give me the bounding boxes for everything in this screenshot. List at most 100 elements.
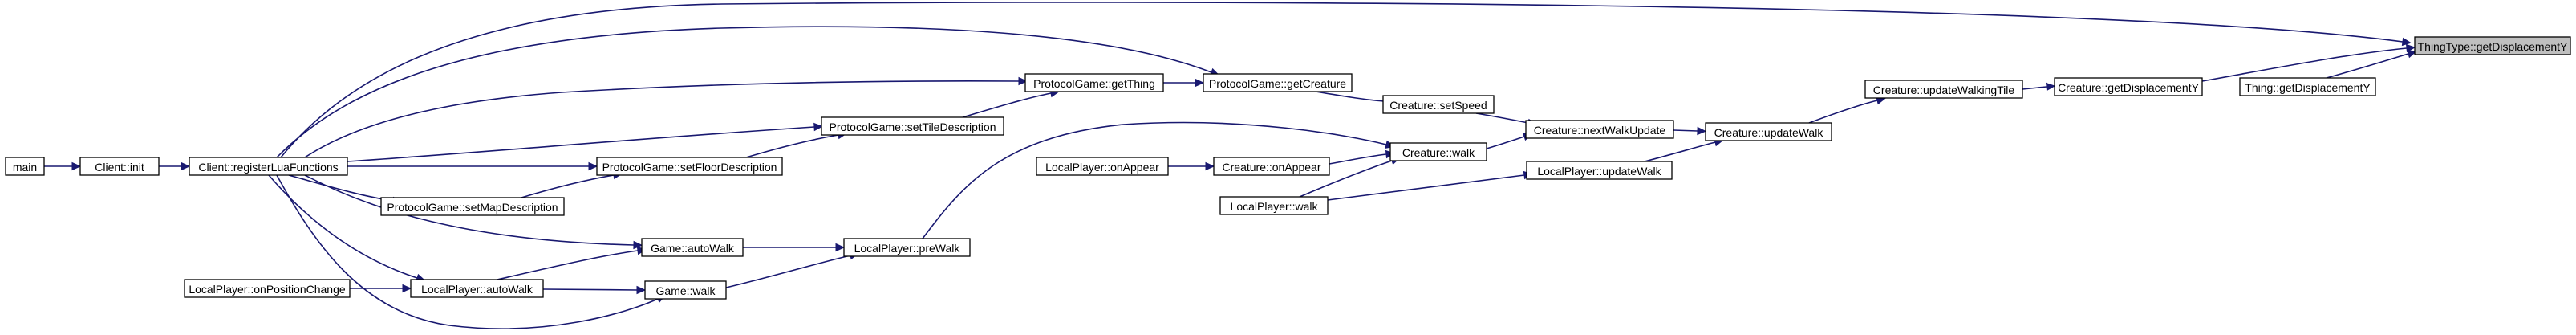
arrowhead <box>1697 126 1707 136</box>
edge-creature-walk-to-creature-nextwalkupdate <box>1486 133 1533 149</box>
edge-line <box>347 126 815 162</box>
node-box[interactable] <box>410 279 544 298</box>
edge-line <box>1299 160 1393 198</box>
node-label: ProtocolGame::setFloorDescription <box>602 161 777 174</box>
node-label: LocalPlayer::onAppear <box>1045 161 1159 174</box>
node-label: Game::autoWalk <box>651 242 735 255</box>
edge-line <box>497 250 639 280</box>
node-game-autowalk[interactable]: Game::autoWalk <box>641 238 744 257</box>
node-box[interactable] <box>1864 80 2023 99</box>
node-box[interactable] <box>2239 77 2376 96</box>
node-box[interactable] <box>1213 157 1330 176</box>
node-thingtype-getdisplacementy[interactable]: ThingType::getDisplacementY <box>2414 36 2571 55</box>
node-protocolgame-settiledescription[interactable]: ProtocolGame::setTileDescription <box>821 116 1004 136</box>
node-box[interactable] <box>79 157 160 176</box>
arrowhead <box>588 161 598 171</box>
edge-line <box>1644 141 1716 162</box>
edge-line <box>542 288 638 291</box>
node-thing-getdisplacementy[interactable]: Thing::getDisplacementY <box>2239 77 2376 96</box>
node-client-registerluafunctions[interactable]: Client::registerLuaFunctions <box>189 157 348 176</box>
edge-client-registerluafunctions-to-protocolgame-settiledescription <box>347 122 824 162</box>
node-label: Client::registerLuaFunctions <box>198 161 338 174</box>
edge-line <box>304 174 635 246</box>
node-box[interactable] <box>596 157 783 176</box>
node-box[interactable] <box>1036 157 1169 176</box>
node-game-walk[interactable]: Game::walk <box>644 280 727 300</box>
edge-line <box>288 174 394 202</box>
arrowhead <box>813 122 824 132</box>
node-protocolgame-getcreature[interactable]: ProtocolGame::getCreature <box>1203 73 1353 92</box>
node-localplayer-onappear[interactable]: LocalPlayer::onAppear <box>1036 157 1169 176</box>
node-protocolgame-getthing[interactable]: ProtocolGame::getThing <box>1024 73 1164 92</box>
node-box[interactable] <box>1705 122 1832 141</box>
edge-creature-onappear-to-creature-walk <box>1329 149 1396 165</box>
edge-line <box>276 26 1212 158</box>
node-label: LocalPlayer::updateWalk <box>1537 165 1661 178</box>
node-creature-nextwalkupdate[interactable]: Creature::nextWalkUpdate <box>1525 120 1674 139</box>
node-box[interactable] <box>1389 142 1487 161</box>
arrowhead <box>1018 76 1028 86</box>
node-label: LocalPlayer::preWalk <box>854 242 961 255</box>
node-box[interactable] <box>1525 120 1674 139</box>
node-label: Thing::getDisplacementY <box>2245 81 2371 94</box>
node-protocolgame-setmapdescription[interactable]: ProtocolGame::setMapDescription <box>380 197 565 216</box>
node-client-init[interactable]: Client::init <box>79 157 160 176</box>
node-creature-getdisplacementy[interactable]: Creature::getDisplacementY <box>2054 77 2203 96</box>
node-box[interactable] <box>2054 77 2203 96</box>
node-creature-setspeed[interactable]: Creature::setSpeed <box>1382 95 1495 114</box>
node-creature-updatewalk[interactable]: Creature::updateWalk <box>1705 122 1832 141</box>
node-localplayer-prewalk[interactable]: LocalPlayer::preWalk <box>843 238 971 257</box>
edge-line <box>725 255 851 288</box>
node-box[interactable] <box>1219 196 1329 215</box>
node-creature-walk[interactable]: Creature::walk <box>1389 142 1487 161</box>
edge-creature-updatewalkingtile-to-creature-getdisplacementy <box>2022 82 2056 92</box>
node-box[interactable] <box>2414 36 2571 55</box>
node-box[interactable] <box>5 157 45 176</box>
node-box[interactable] <box>380 197 565 216</box>
node-label: Creature::walk <box>1402 146 1475 159</box>
node-label: LocalPlayer::walk <box>1231 200 1319 213</box>
node-label: ProtocolGame::getCreature <box>1209 77 1346 90</box>
edge-client-registerluafunctions-to-protocolgame-getthing <box>304 76 1028 158</box>
arrowhead <box>636 285 647 295</box>
nodes-layer: ThingType::getDisplacementYCreature::get… <box>5 36 2571 300</box>
node-label: ThingType::getDisplacementY <box>2418 40 2568 53</box>
edge-localplayer-onpositionchange-to-localplayer-autowalk <box>350 284 412 293</box>
node-box[interactable] <box>843 238 971 257</box>
node-main[interactable]: main <box>5 157 45 176</box>
edge-protocolgame-getthing-to-protocolgame-getcreature <box>1163 78 1205 88</box>
edge-line <box>304 80 1020 158</box>
node-box[interactable] <box>1203 73 1353 92</box>
edge-localplayer-onappear-to-creature-onappear <box>1168 161 1215 171</box>
node-localplayer-updatewalk[interactable]: LocalPlayer::updateWalk <box>1526 161 1673 180</box>
edge-line <box>962 92 1052 118</box>
node-box[interactable] <box>821 116 1004 136</box>
node-localplayer-onpositionchange[interactable]: LocalPlayer::onPositionChange <box>184 279 351 298</box>
arrowhead <box>1205 161 1215 171</box>
edge-line <box>1808 100 1878 124</box>
node-protocolgame-setfloordescription[interactable]: ProtocolGame::setFloorDescription <box>596 157 783 176</box>
node-label: Creature::onAppear <box>1223 161 1321 174</box>
node-box[interactable] <box>189 157 348 176</box>
edge-game-walk-to-localplayer-prewalk <box>725 251 859 288</box>
edge-line <box>2022 86 2047 90</box>
arrowhead <box>71 161 82 171</box>
node-box[interactable] <box>644 280 727 300</box>
node-box[interactable] <box>1024 73 1164 92</box>
node-box[interactable] <box>1382 95 1495 114</box>
arrowhead <box>1195 78 1205 88</box>
node-creature-updatewalkingtile[interactable]: Creature::updateWalkingTile <box>1864 80 2023 99</box>
node-box[interactable] <box>1526 161 1673 180</box>
node-box[interactable] <box>641 238 744 257</box>
edge-protocolgame-settiledescription-to-protocolgame-getthing <box>962 88 1061 118</box>
node-creature-onappear[interactable]: Creature::onAppear <box>1213 157 1330 176</box>
edge-localplayer-autowalk-to-game-autowalk <box>497 246 647 280</box>
arrowhead <box>633 240 643 250</box>
edge-protocolgame-getcreature-to-creature-setspeed <box>1315 91 1393 106</box>
node-localplayer-walk[interactable]: LocalPlayer::walk <box>1219 196 1329 215</box>
node-localplayer-autowalk[interactable]: LocalPlayer::autoWalk <box>410 279 544 298</box>
node-label: Creature::updateWalkingTile <box>1873 84 2015 96</box>
node-label: Creature::setSpeed <box>1389 99 1487 112</box>
node-label: LocalPlayer::onPositionChange <box>189 283 346 296</box>
node-box[interactable] <box>184 279 351 298</box>
